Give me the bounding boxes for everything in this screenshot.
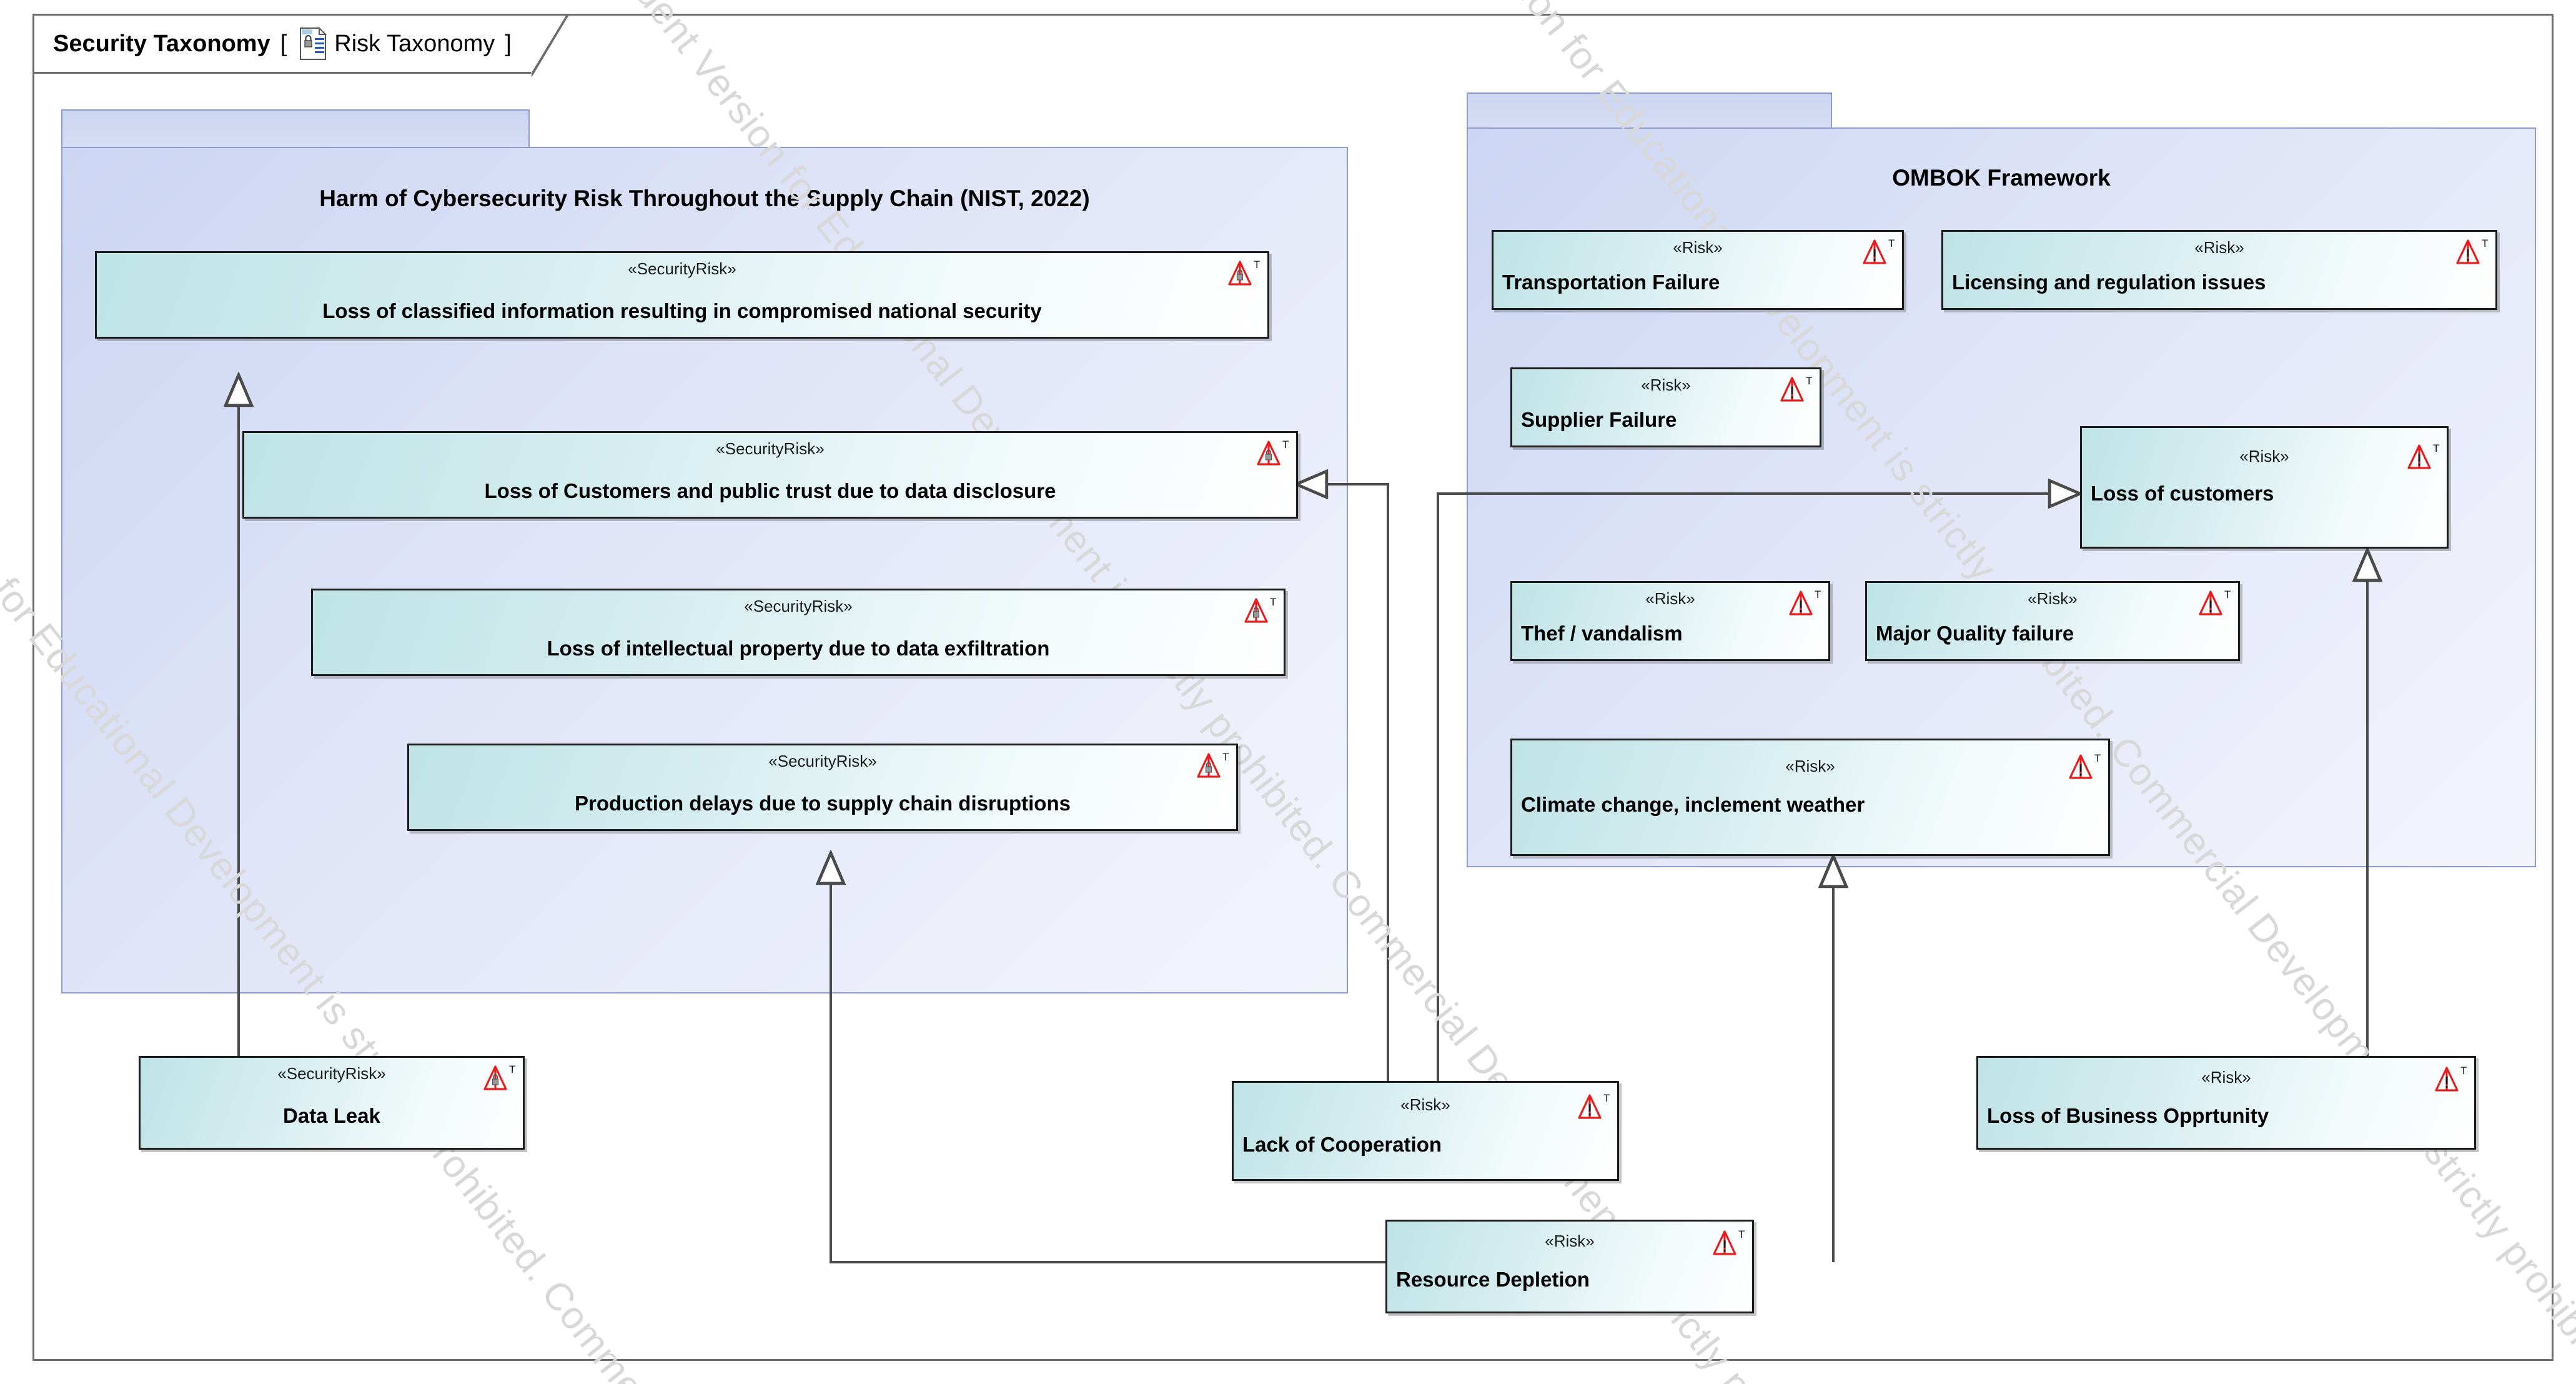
package-tab-ombok [1467, 92, 1832, 129]
node-loss-business-opportunity[interactable]: «Risk» Loss of Business Opprtunity T [1976, 1056, 2476, 1150]
node-data-leak[interactable]: «SecurityRisk» Data Leak T [139, 1056, 525, 1150]
node-stereotype: «Risk» [2239, 447, 2289, 465]
svg-text:T: T [1806, 375, 1812, 387]
node-loss-ip[interactable]: «SecurityRisk» Loss of intellectual prop… [311, 589, 1286, 676]
diagram-frame [32, 14, 2554, 1361]
node-stereotype: «Risk» [2028, 589, 2078, 608]
svg-text:T: T [1603, 1092, 1610, 1104]
svg-text:T: T [2482, 237, 2488, 249]
warning-triangle-icon: T [2455, 237, 2489, 268]
diagram-frame-tab: Security Taxonomy [ Risk Taxonomy ] [32, 14, 570, 77]
node-name: Production delays due to supply chain di… [575, 792, 1071, 815]
node-stereotype: «SecurityRisk» [744, 597, 853, 615]
node-production-delays[interactable]: «SecurityRisk» Production delays due to … [407, 744, 1238, 831]
warning-triangle-icon: T [1788, 588, 1822, 619]
node-name: Loss of Business Opprtunity [1987, 1104, 2269, 1127]
node-name: Loss of classified information resulting… [322, 299, 1042, 322]
node-name: Thef / vandalism [1521, 622, 1683, 645]
node-stereotype: «SecurityRisk» [277, 1064, 386, 1083]
node-stereotype: «Risk» [1673, 238, 1723, 257]
node-stereotype: «SecurityRisk» [716, 439, 825, 458]
package-title-nist: Harm of Cybersecurity Risk Throughout th… [319, 186, 1090, 211]
warning-triangle-lock-icon: T [1244, 595, 1277, 627]
warning-triangle-lock-icon: T [1196, 750, 1230, 782]
node-licensing-regulation[interactable]: «Risk» Licensing and regulation issues T [1941, 230, 2497, 310]
warning-triangle-icon: T [1862, 237, 1896, 268]
warning-triangle-icon: T [2198, 588, 2232, 619]
svg-text:T: T [2433, 442, 2439, 454]
svg-text:T: T [1222, 751, 1229, 763]
node-transportation-failure[interactable]: «Risk» Transportation Failure T [1492, 230, 1904, 310]
node-name: Licensing and regulation issues [1952, 271, 2266, 294]
svg-text:T: T [1815, 589, 1821, 600]
svg-text:T: T [1888, 237, 1895, 249]
node-stereotype: «Risk» [1400, 1095, 1450, 1114]
warning-triangle-icon: T [1577, 1092, 1611, 1123]
svg-text:T: T [509, 1063, 515, 1075]
node-loss-customers-trust[interactable]: «SecurityRisk» Loss of Customers and pub… [242, 431, 1298, 519]
warning-triangle-icon: T [2068, 752, 2102, 783]
warning-triangle-lock-icon: T [1256, 438, 1290, 469]
node-name: Lack of Cooperation [1242, 1133, 1442, 1156]
node-stereotype: «Risk» [2194, 238, 2244, 257]
warning-triangle-icon: T [1712, 1228, 1746, 1259]
node-loss-classified[interactable]: «SecurityRisk» Loss of classified inform… [95, 251, 1269, 339]
svg-text:T: T [1270, 596, 1276, 608]
package-nist[interactable]: Harm of Cybersecurity Risk Throughout th… [61, 109, 1348, 993]
node-name: Transportation Failure [1502, 271, 1720, 294]
svg-text:T: T [1254, 259, 1260, 271]
warning-triangle-icon: T [2407, 442, 2440, 473]
node-stereotype: «Risk» [1785, 757, 1835, 775]
node-resource-depletion[interactable]: «Risk» Resource Depletion T [1385, 1220, 1754, 1313]
node-stereotype: «Risk» [1641, 376, 1691, 394]
warning-triangle-icon: T [2434, 1064, 2468, 1095]
diagram-title: Security Taxonomy [53, 30, 270, 57]
node-name: Data Leak [283, 1104, 380, 1127]
node-name: Supplier Failure [1521, 408, 1677, 431]
node-stereotype: «SecurityRisk» [628, 259, 736, 278]
bracket-open: [ [280, 30, 287, 57]
node-name: Resource Depletion [1396, 1268, 1590, 1291]
warning-triangle-icon: T [1780, 374, 1813, 406]
warning-triangle-lock-icon: T [1227, 258, 1261, 289]
node-major-quality-failure[interactable]: «Risk» Major Quality failure T [1865, 581, 2240, 661]
node-stereotype: «Risk» [1545, 1232, 1595, 1250]
diagram-name: Risk Taxonomy [334, 30, 495, 57]
package-title-ombok: OMBOK Framework [1892, 165, 2111, 191]
node-name: Climate change, inclement weather [1521, 793, 1865, 816]
node-name: Loss of intellectual property due to dat… [547, 637, 1050, 660]
node-stereotype: «SecurityRisk» [768, 752, 877, 770]
warning-triangle-lock-icon: T [483, 1063, 517, 1094]
node-supplier-failure[interactable]: «Risk» Supplier Failure T [1510, 367, 1821, 447]
node-stereotype: «Risk» [1645, 589, 1695, 608]
bracket-close: ] [505, 30, 512, 57]
svg-text:T: T [2460, 1065, 2467, 1077]
svg-text:T: T [2094, 752, 2101, 764]
node-stereotype: «Risk» [2201, 1068, 2251, 1087]
node-loss-of-customers[interactable]: «Risk» Loss of customers T [2080, 426, 2449, 549]
node-name: Major Quality failure [1876, 622, 2074, 645]
node-name: Loss of Customers and public trust due t… [484, 479, 1056, 502]
svg-text:T: T [1738, 1228, 1745, 1240]
security-taxonomy-document-icon [299, 26, 327, 61]
svg-text:T: T [2224, 589, 2231, 600]
node-lack-of-cooperation[interactable]: «Risk» Lack of Cooperation T [1232, 1081, 1619, 1181]
svg-text:T: T [1282, 439, 1289, 451]
node-theft-vandalism[interactable]: «Risk» Thef / vandalism T [1510, 581, 1830, 661]
node-name: Loss of customers [2091, 482, 2274, 505]
node-climate-change[interactable]: «Risk» Climate change, inclement weather… [1510, 739, 2110, 856]
package-tab-nist [61, 109, 530, 148]
